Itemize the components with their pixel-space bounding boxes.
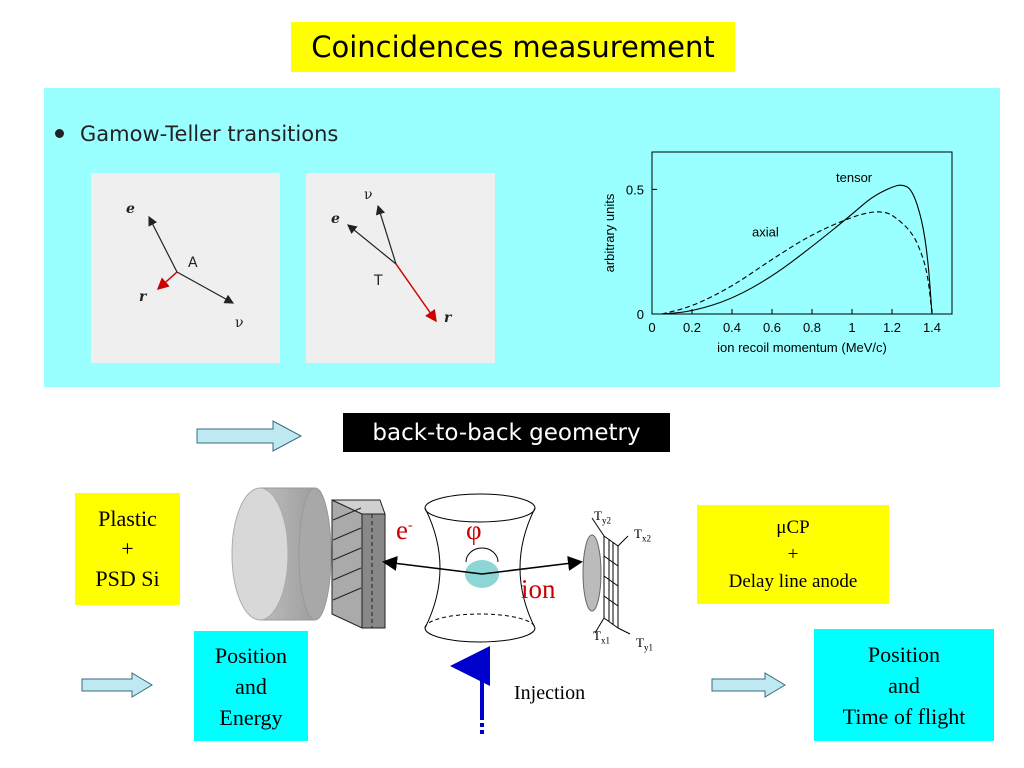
injection-label: Injection xyxy=(514,682,586,704)
plus-label: + xyxy=(787,544,799,565)
electron-label-sup: - xyxy=(407,518,413,533)
vector-diagram-tensor: ν e T r xyxy=(306,173,495,363)
and-label: and xyxy=(888,672,920,698)
tx2-text: T xyxy=(634,526,642,541)
bullet-text: Gamow-Teller transitions xyxy=(80,122,339,146)
geometry-label: back-to-back geometry xyxy=(343,413,670,452)
x-tick-label-0: 0 xyxy=(648,320,655,335)
psd-si-detector-icon xyxy=(331,499,386,629)
series-label-axial: axial xyxy=(752,225,779,240)
neutrino-vector xyxy=(375,204,397,265)
x-tick-label-1: 0.2 xyxy=(683,320,701,335)
x-ticks: 0 0.2 0.4 0.6 0.8 1 1.2 1.4 xyxy=(648,309,941,335)
ty1-text: T xyxy=(636,635,644,650)
electron-vector xyxy=(347,224,397,265)
x-tick-label-4: 0.8 xyxy=(803,320,821,335)
ty2-text: T xyxy=(594,508,602,523)
x-tick-label-5: 1 xyxy=(848,320,855,335)
tx2-label: Tx2 xyxy=(634,526,651,544)
position-tof-box: Position and Time of flight xyxy=(814,629,994,741)
label-r: r xyxy=(444,310,453,326)
ty1-label: Ty1 xyxy=(636,635,653,653)
bullet-gamow-teller: Gamow-Teller transitions xyxy=(55,122,338,146)
delay-line-label: Delay line anode xyxy=(728,571,858,592)
y-tick-label-0: 0 xyxy=(637,307,644,322)
series-line-tensor xyxy=(661,184,933,315)
electron-label: e- xyxy=(396,515,413,546)
label-a: A xyxy=(188,255,198,271)
phi-label: φ xyxy=(466,515,482,545)
electron-vector xyxy=(148,215,178,273)
x-axis-label: ion recoil momentum (MeV/c) xyxy=(717,340,887,355)
y-ticks: 00.5 xyxy=(626,182,657,322)
tx1-label: Tx1 xyxy=(593,628,610,646)
electron-trajectory xyxy=(382,556,483,575)
y-axis-label: arbitrary units xyxy=(602,193,617,272)
mcp-detector-icon xyxy=(582,517,631,635)
page-title: Coincidences measurement xyxy=(291,22,735,72)
vector-diagram-axial: e A r ν xyxy=(91,173,280,363)
label-nu: ν xyxy=(235,315,244,331)
x-tick-label-7: 1.4 xyxy=(923,320,941,335)
tx1-text: T xyxy=(593,628,601,643)
position-label: Position xyxy=(214,642,288,668)
arrow-icon-left xyxy=(81,672,153,698)
label-e: e xyxy=(126,201,135,217)
tof-label: Time of flight xyxy=(842,703,966,729)
setup-diagram xyxy=(231,487,631,734)
label-r: r xyxy=(139,289,148,305)
label-nu: ν xyxy=(364,187,373,203)
plastic-scintillator-icon xyxy=(231,487,332,621)
ion-trajectory xyxy=(481,556,583,575)
tx2-sub: x2 xyxy=(641,533,651,544)
series-label-tensor: tensor xyxy=(836,170,873,185)
series-group xyxy=(661,184,933,315)
arrow-icon-right xyxy=(711,672,786,698)
mcp-delay-box: μCP + Delay line anode xyxy=(697,505,889,604)
ion-label: ion xyxy=(521,574,556,604)
vector-diagram-axial-svg: e A r ν xyxy=(126,201,244,331)
x-tick-label-6: 1.2 xyxy=(883,320,901,335)
label-e: e xyxy=(331,211,340,227)
and-label: and xyxy=(235,673,267,699)
plus-label: + xyxy=(121,536,134,561)
arrow-icon-geometry xyxy=(196,420,303,452)
y-tick-label-1: 0.5 xyxy=(626,182,644,197)
position-energy-box: Position and Energy xyxy=(194,631,308,741)
ty2-label: Ty2 xyxy=(594,508,611,526)
ty1-sub: y1 xyxy=(643,642,653,653)
psd-si-label: PSD Si xyxy=(95,566,160,591)
x-tick-label-3: 0.6 xyxy=(763,320,781,335)
position-label: Position xyxy=(867,641,941,667)
ty2-sub: y2 xyxy=(601,515,611,526)
bullet-dot-icon xyxy=(55,128,64,138)
recoil-vector xyxy=(395,263,437,323)
vector-diagram-tensor-svg: ν e T r xyxy=(331,187,453,326)
neutrino-vector xyxy=(176,271,235,304)
x-tick-label-2: 0.4 xyxy=(723,320,741,335)
mcp-label: μCP xyxy=(776,517,810,538)
label-t: T xyxy=(373,273,383,289)
plot-frame xyxy=(651,151,953,315)
electron-label-text: e xyxy=(396,515,408,545)
recoil-vector xyxy=(156,271,178,291)
plastic-label: Plastic xyxy=(98,506,157,531)
series-line-axial xyxy=(661,211,933,315)
energy-label: Energy xyxy=(219,704,283,730)
plastic-psd-box: Plastic + PSD Si xyxy=(75,493,180,605)
tx1-sub: x1 xyxy=(600,635,610,646)
